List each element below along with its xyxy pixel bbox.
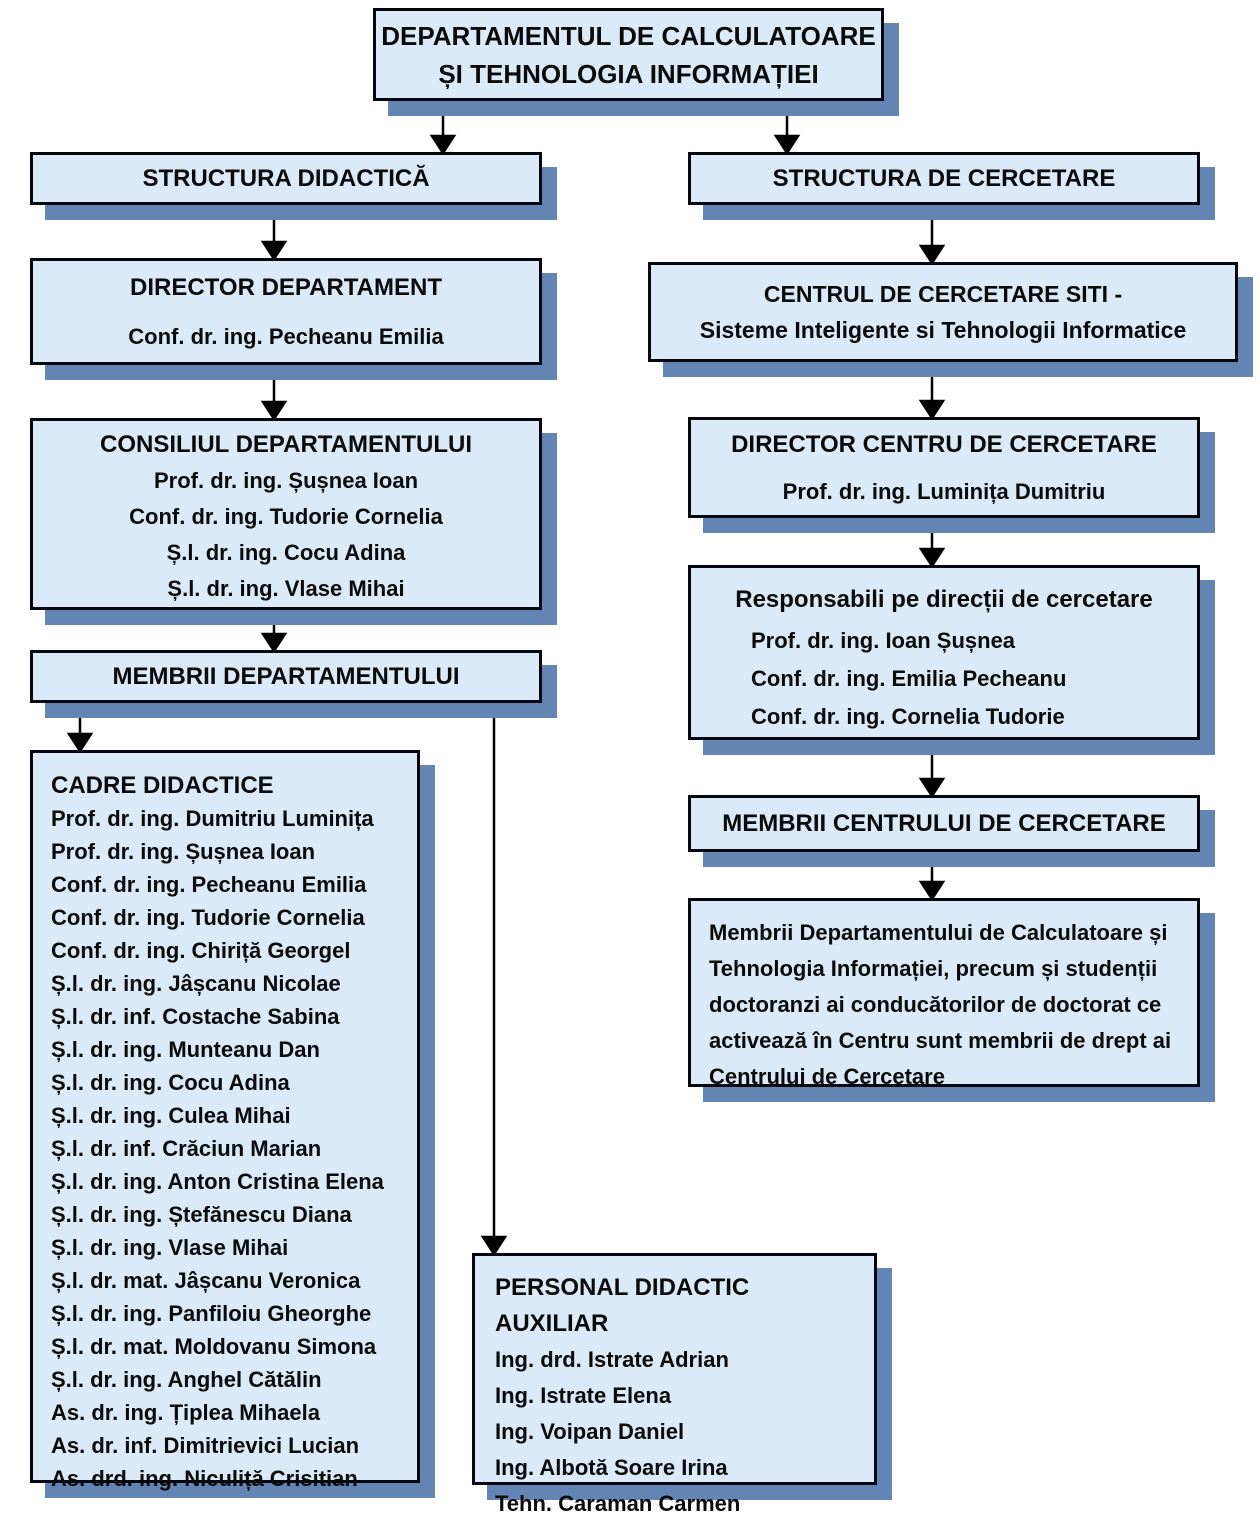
responsabili-member: Conf. dr. ing. Cornelia Tudorie — [751, 704, 1065, 729]
personal-member: Ing. drd. Istrate Adrian — [495, 1347, 729, 1372]
cadre-member: Ș.l. dr. inf. Costache Sabina — [51, 1004, 340, 1029]
cadre-didactice-box: CADRE DIDACTICE Prof. dr. ing. Dumitriu … — [30, 750, 420, 1491]
structura-didactica-box: STRUCTURA DIDACTICĂ — [30, 152, 542, 205]
director-centru-title: DIRECTOR CENTRU DE CERCETARE — [731, 431, 1157, 458]
structura-cercetare-title: STRUCTURA DE CERCETARE — [772, 164, 1116, 192]
consiliul-member: Ș.l. dr. ing. Cocu Adina — [166, 540, 406, 565]
personal-member: Ing. Voipan Daniel — [495, 1419, 685, 1444]
department-title-line2: ȘI TEHNOLOGIA INFORMAȚIEI — [438, 58, 819, 89]
cadre-member: Ș.l. dr. mat. Jâșcanu Veronica — [51, 1268, 361, 1293]
responsabili-list: Prof. dr. ing. Ioan Șușnea Conf. dr. ing… — [691, 622, 1066, 736]
director-departament-title: DIRECTOR DEPARTAMENT — [130, 274, 442, 301]
membrii-centrului-box: MEMBRII CENTRULUI DE CERCETARE — [688, 795, 1200, 852]
cadre-member: As. drd. ing. Niculiță Crisitian — [51, 1466, 358, 1491]
cadre-member: Conf. dr. ing. Chiriță Georgel — [51, 938, 351, 963]
cadre-member: Ș.l. dr. ing. Panfiloiu Gheorghe — [51, 1301, 372, 1326]
centrul-siti-box: CENTRUL DE CERCETARE SITI - Sisteme Inte… — [648, 262, 1238, 362]
nota-membri-text: Membrii Departamentului de Calculatoare … — [709, 920, 1172, 1089]
director-centru-box: DIRECTOR CENTRU DE CERCETARE Prof. dr. i… — [688, 417, 1200, 518]
cadre-didactice-title: CADRE DIDACTICE — [51, 772, 274, 799]
cadre-member: Ș.l. dr. ing. Munteanu Dan — [51, 1037, 320, 1062]
cadre-member: Ș.l. dr. inf. Crăciun Marian — [51, 1136, 322, 1161]
consiliul-member: Conf. dr. ing. Tudorie Cornelia — [129, 504, 443, 529]
responsabili-member: Conf. dr. ing. Emilia Pecheanu — [751, 666, 1067, 691]
structura-cercetare-box: STRUCTURA DE CERCETARE — [688, 152, 1200, 205]
responsabili-member: Prof. dr. ing. Ioan Șușnea — [751, 628, 1016, 653]
consiliul-member: Prof. dr. ing. Șușnea Ioan — [153, 468, 419, 493]
cadre-member: Ș.l. dr. ing. Ștefănescu Diana — [51, 1202, 352, 1227]
department-root-box: DEPARTAMENTUL DE CALCULATOARE ȘI TEHNOLO… — [373, 8, 884, 101]
cadre-member: Ș.l. dr. ing. Anghel Cătălin — [51, 1367, 322, 1392]
cadre-member: Ș.l. dr. ing. Culea Mihai — [51, 1103, 291, 1128]
cadre-member: Prof. dr. ing. Dumitriu Luminița — [51, 806, 374, 831]
personal-auxiliar-box: PERSONAL DIDACTIC AUXILIAR Ing. drd. Ist… — [472, 1253, 877, 1516]
responsabili-title: Responsabili pe direcții de cercetare — [735, 586, 1153, 613]
cadre-member: Ș.l. dr. ing. Cocu Adina — [51, 1070, 290, 1095]
nota-membri-box: Membrii Departamentului de Calculatoare … — [688, 898, 1200, 1089]
cadre-member: Ș.l. dr. mat. Moldovanu Simona — [51, 1334, 377, 1359]
cadre-member: As. dr. inf. Dimitrievici Lucian — [51, 1433, 360, 1458]
cadre-member: Conf. dr. ing. Pecheanu Emilia — [51, 872, 367, 897]
personal-auxiliar-list: Ing. drd. Istrate Adrian Ing. Istrate El… — [495, 1342, 864, 1522]
cadre-member: Ș.l. dr. ing. Jâșcanu Nicolae — [51, 971, 341, 996]
cadre-member: Prof. dr. ing. Șușnea Ioan — [51, 839, 316, 864]
director-departament-name: Conf. dr. ing. Pecheanu Emilia — [128, 324, 444, 349]
membrii-centrului-title: MEMBRII CENTRULUI DE CERCETARE — [722, 809, 1166, 837]
department-title-line1: DEPARTAMENTUL DE CALCULATOARE — [381, 20, 876, 51]
cadre-didactice-list: Prof. dr. ing. Dumitriu Luminița Prof. d… — [51, 802, 407, 1495]
personal-member: Ing. Albotă Soare Irina — [495, 1455, 728, 1480]
personal-member: Ing. Istrate Elena — [495, 1383, 672, 1408]
responsabili-box: Responsabili pe direcții de cercetare Pr… — [688, 565, 1200, 740]
personal-member: Tehn. Caraman Carmen — [495, 1491, 741, 1516]
consiliul-title: CONSILIUL DEPARTAMENTULUI — [100, 431, 472, 458]
consiliul-box: CONSILIUL DEPARTAMENTULUI Prof. dr. ing.… — [30, 418, 542, 610]
centrul-siti-line1: CENTRUL DE CERCETARE SITI - — [763, 281, 1123, 307]
cadre-member: Ș.l. dr. ing. Anton Cristina Elena — [51, 1169, 384, 1194]
director-departament-box: DIRECTOR DEPARTAMENT Conf. dr. ing. Pech… — [30, 258, 542, 365]
membrii-departamentului-box: MEMBRII DEPARTAMENTULUI — [30, 650, 542, 703]
membrii-departamentului-title: MEMBRII DEPARTAMENTULUI — [112, 662, 460, 690]
cadre-member: Conf. dr. ing. Tudorie Cornelia — [51, 905, 365, 930]
director-centru-name: Prof. dr. ing. Luminița Dumitriu — [782, 479, 1106, 504]
personal-auxiliar-title: PERSONAL DIDACTIC AUXILIAR — [495, 1274, 750, 1337]
cadre-member: As. dr. ing. Țiplea Mihaela — [51, 1400, 320, 1425]
cadre-member: Ș.l. dr. ing. Vlase Mihai — [51, 1235, 289, 1260]
centrul-siti-line2: Sisteme Inteligente si Tehnologii Inform… — [699, 317, 1187, 343]
consiliul-member: Ș.l. dr. ing. Vlase Mihai — [167, 576, 405, 601]
structura-didactica-title: STRUCTURA DIDACTICĂ — [142, 164, 430, 192]
